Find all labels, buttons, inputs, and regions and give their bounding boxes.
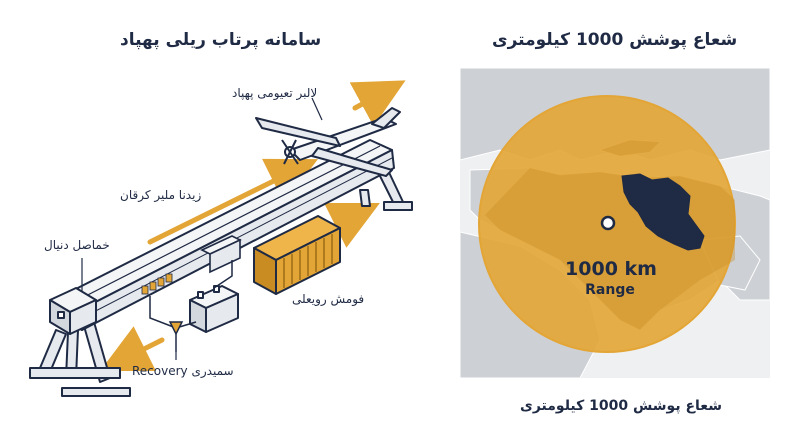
label-drone: لالبر تعیومی پهپاد	[232, 86, 318, 100]
range-map-title: شعاع پوشش 1000 کیلومتری	[492, 30, 738, 50]
drone-flight-arrow	[349, 80, 406, 127]
launch-point-marker	[600, 215, 616, 231]
recovery-arrow	[100, 326, 165, 371]
label-accumulator: فومش رویعلی	[292, 292, 365, 306]
control-unit	[200, 235, 242, 274]
accumulator-box	[253, 215, 341, 295]
indicator-strip	[141, 273, 173, 295]
leader-lines	[81, 97, 323, 360]
battery-unit	[189, 285, 239, 333]
launcher-title: سامانه پرتاب ریلی پهپاد	[120, 30, 322, 50]
range-value: 1000 km	[565, 258, 657, 280]
label-handle: خماصل دنیال	[44, 238, 110, 252]
launcher-legs	[29, 165, 413, 397]
map-caption: شعاع پوشش 1000 کیلومتری	[520, 398, 722, 414]
iran-highlight	[621, 173, 705, 251]
rail-end-block	[49, 287, 97, 335]
recovery-node	[168, 321, 184, 352]
launch-direction-arrow	[147, 158, 318, 245]
label-rail: زیدنا ﻣﻠﯿﺮ کرقان	[120, 188, 202, 202]
drone-uav	[255, 107, 401, 177]
label-recovery: سمیدری Recovery	[132, 364, 234, 378]
range-label: Range	[585, 282, 635, 298]
